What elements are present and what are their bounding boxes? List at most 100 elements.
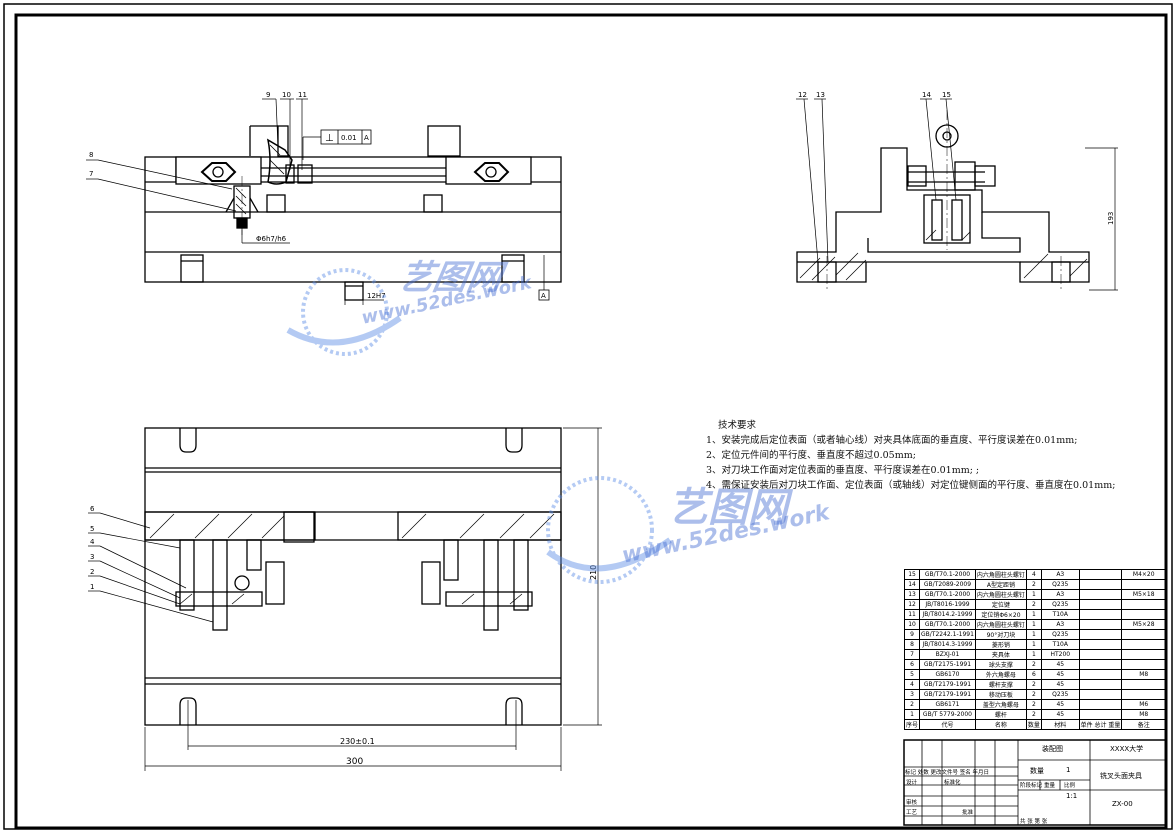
bom-cell: 45 [1040, 699, 1080, 710]
centerlines [241, 110, 1062, 290]
balloon-13: 13 [816, 91, 825, 99]
bom-cell [1121, 629, 1166, 640]
balloon-5: 5 [90, 525, 94, 533]
bom-cell: 4 [1025, 569, 1042, 580]
front-view-hatch [235, 144, 285, 215]
bom-cell [1078, 699, 1123, 710]
bom-cell: 盖型六角螺母 [974, 699, 1027, 710]
side-balloons: 12 13 14 15 193 [798, 91, 1115, 225]
title-block-grid [903, 739, 1167, 826]
bom-cell: 内六角圆柱头螺钉 [974, 569, 1027, 580]
bom-cell: A3 [1040, 619, 1080, 630]
top-view-leaders [88, 427, 602, 771]
bom-cell [1121, 599, 1166, 610]
top-balloons: 6 5 4 3 2 1 300 230±0.1 210 [90, 505, 598, 767]
bom-cell: 1 [903, 709, 921, 720]
bom-cell: 内六角圆柱头螺钉 [974, 619, 1027, 630]
bom-cell: 7 [903, 649, 921, 660]
bom-cell: M6 [1121, 699, 1166, 710]
bom-cell: 1 [1025, 639, 1042, 650]
gdt-frame: ⊥ 0.01 A [320, 129, 372, 145]
bom-cell: M8 [1121, 669, 1166, 680]
balloon-12: 12 [798, 91, 807, 99]
bom-cell: 2 [1025, 579, 1042, 590]
bom-cell [1121, 689, 1166, 700]
bom-cell: M5×18 [1121, 589, 1166, 600]
bom-cell [1121, 609, 1166, 620]
bom-cell: 1 [1025, 619, 1042, 630]
balloon-15: 15 [942, 91, 951, 99]
width-dim-label: 300 [346, 757, 363, 767]
bom-cell: GB/T2179-1991 [919, 689, 976, 700]
bom-cell: BZXJ-01 [919, 649, 976, 660]
bom-header-cell: 名称 [974, 719, 1027, 730]
bom-cell: JB/T8014.3-1999 [919, 639, 976, 650]
bom-cell: M5×28 [1121, 619, 1166, 630]
review-label: 审核 [906, 800, 918, 806]
balloon-8: 8 [89, 151, 93, 159]
bom-cell: 1 [1025, 649, 1042, 660]
tech-req-title: 技术要求 [718, 420, 757, 431]
bom-cell [1121, 649, 1166, 660]
bom-cell: 90°对刀块 [974, 629, 1027, 640]
bom-header-cell: 备注 [1121, 719, 1166, 730]
balloon-2: 2 [90, 568, 94, 576]
bom-cell: 螺杆支撑 [974, 679, 1027, 690]
bom-cell: 2 [1025, 689, 1042, 700]
sheets-row: 共 张 第 张 [1020, 819, 1048, 825]
bom-cell [1078, 589, 1123, 600]
bom-cell [1078, 629, 1123, 640]
balloon-9: 9 [266, 91, 270, 99]
bom-cell [1078, 639, 1123, 650]
bom-cell: GB6170 [919, 669, 976, 680]
bom-cell: A3 [1040, 589, 1080, 600]
balloon-11: 11 [298, 91, 307, 99]
bom-cell: 1 [1025, 589, 1042, 600]
bom-cell [1078, 619, 1123, 630]
bom-cell: T10A [1040, 609, 1080, 620]
part-name: 铣叉头面夹具 [1100, 772, 1142, 780]
front-view-leaders [86, 98, 545, 305]
bom-cell: 45 [1040, 709, 1080, 720]
weight-label: 重量 [1044, 783, 1056, 789]
datum-label: A [541, 292, 546, 300]
bom-cell: 45 [1040, 659, 1080, 670]
datum-box: A [538, 289, 550, 301]
bom-cell: GB6171 [919, 699, 976, 710]
top-view-hatch [149, 513, 555, 605]
tech-req-item-2: 2、定位元件间的平行度、垂直度不超过0.05mm; [706, 450, 916, 461]
bom-cell: 菱形销 [974, 639, 1027, 650]
bom-cell: 4 [903, 679, 921, 690]
bom-cell: 定位键 [974, 599, 1027, 610]
gdt-value: 0.01 [341, 134, 357, 142]
bom-cell: HT200 [1040, 649, 1080, 660]
slot-label: 12H7 [367, 292, 386, 300]
balloon-7: 7 [89, 170, 93, 178]
bom-cell: M4×20 [1121, 569, 1166, 580]
bom-cell: 5 [903, 669, 921, 680]
side-view [796, 124, 1090, 283]
bom-cell: GB/T70.1-2000 [919, 619, 976, 630]
balloon-14: 14 [922, 91, 931, 99]
bom-cell [1121, 579, 1166, 590]
side-view-leaders [796, 98, 1118, 291]
side-view-hatch [799, 229, 1088, 281]
bom-cell [1078, 689, 1123, 700]
bom-cell: 6 [903, 659, 921, 670]
balloon-1: 1 [90, 583, 94, 591]
approve-label: 批准 [962, 810, 974, 816]
bom-cell: 1 [1025, 609, 1042, 620]
bom-cell: 2 [1025, 709, 1042, 720]
bom-cell: GB/T2175-1991 [919, 659, 976, 670]
